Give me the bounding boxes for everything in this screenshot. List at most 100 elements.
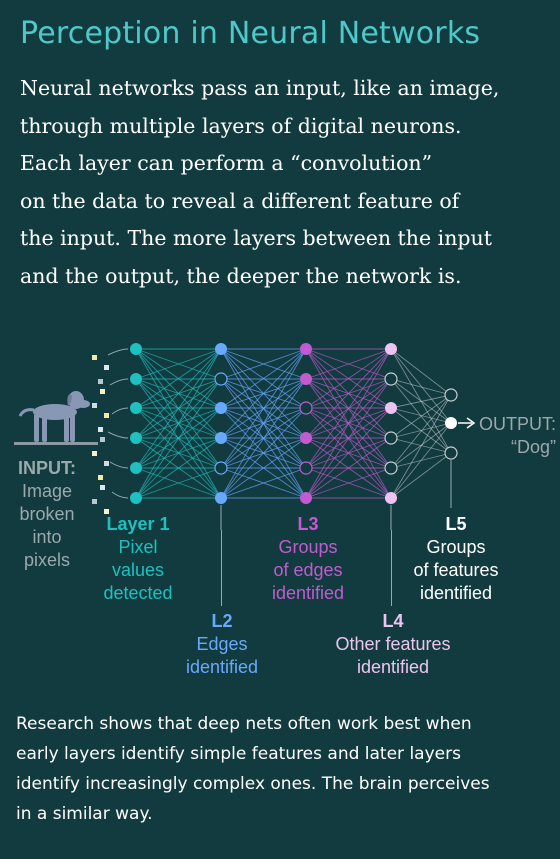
input-arrow — [107, 431, 129, 439]
connection-line — [305, 348, 392, 469]
connection-line — [390, 378, 452, 396]
pixel-square — [92, 403, 97, 408]
connection-line — [305, 348, 392, 439]
layer2-node — [214, 372, 228, 386]
connection-line — [390, 394, 452, 469]
connection-line — [305, 348, 392, 499]
connection-line — [305, 437, 392, 499]
input-arrow — [111, 491, 129, 499]
layer1-node — [130, 373, 142, 385]
intro-line: through multiple layers of digital neuro… — [20, 113, 462, 138]
layer1-node — [130, 402, 142, 414]
input-pixels — [92, 348, 129, 514]
layer5-node — [444, 446, 458, 460]
intro-line: and the output, the deeper the network i… — [20, 263, 462, 288]
layer2-node — [214, 461, 228, 475]
layer2-node — [215, 432, 227, 444]
layer5-line: of features — [413, 560, 499, 580]
layer1-heading: Layer 1 — [106, 514, 170, 534]
output-label: OUTPUT: “Dog” — [472, 413, 556, 459]
pixel-square — [92, 451, 97, 456]
output-arrow-head — [466, 417, 476, 429]
footer-paragraph: Research shows that deep nets often work… — [16, 709, 546, 829]
pixel-square — [100, 485, 105, 490]
layer4-line: identified — [356, 657, 430, 677]
layer2-node — [215, 492, 227, 504]
connection-line — [305, 348, 392, 380]
footer-line: identify increasingly complex ones. The … — [16, 774, 490, 794]
connection-line — [390, 422, 452, 499]
connection-line — [135, 467, 222, 499]
output-heading: OUTPUT: — [478, 414, 556, 434]
layer2-line: identified — [185, 657, 259, 677]
intro-line: on the data to reveal a different featur… — [20, 188, 460, 213]
layer5-node — [445, 417, 457, 429]
input-arrow — [107, 348, 129, 356]
input-arrow — [109, 461, 129, 469]
pixel-square — [104, 461, 109, 466]
layer4-node — [385, 343, 397, 355]
connection-line — [220, 348, 307, 380]
pixel-square — [98, 475, 103, 480]
footer-line: Research shows that deep nets often work… — [16, 714, 472, 734]
layer4-node — [384, 431, 398, 445]
layer3-node — [299, 461, 313, 475]
pixel-square — [104, 365, 109, 370]
connection-line — [305, 378, 392, 499]
connection-line — [220, 407, 307, 499]
layer5-heading: L5 — [445, 514, 467, 534]
connection-line — [220, 348, 307, 469]
pixel-square — [100, 389, 105, 394]
connection-line — [220, 437, 307, 499]
layer3-node — [300, 432, 312, 444]
connection-line — [305, 467, 392, 499]
connection-line — [135, 348, 222, 409]
layer5-line: Groups — [426, 537, 486, 557]
input-line: Image — [21, 481, 73, 501]
connection-line — [390, 394, 452, 409]
layer2-heading: L2 — [211, 611, 233, 631]
pixel-square — [98, 379, 103, 384]
layer3-node — [300, 373, 312, 385]
footer-line: early layers identify simple features an… — [16, 744, 461, 764]
output-value: “Dog” — [510, 437, 556, 457]
connection-line — [390, 422, 452, 439]
layer3-heading: L3 — [297, 514, 319, 534]
connection-line — [135, 348, 222, 469]
intro-paragraph: Neural networks pass an input, like an i… — [20, 70, 550, 295]
pixel-square — [92, 355, 97, 360]
layer1-line: Pixel — [118, 537, 158, 557]
layer2-label: L2 Edges identified — [162, 610, 282, 679]
layer2-node — [215, 402, 227, 414]
layer4-label: L4 Other features identified — [318, 610, 468, 679]
layer1-node — [130, 343, 142, 355]
layer3-node — [299, 401, 313, 415]
intro-line: the input. The more layers between the i… — [20, 226, 492, 250]
layer4-node — [384, 461, 398, 475]
layer4-node — [384, 372, 398, 386]
connection-line — [220, 348, 307, 499]
connection-line — [135, 437, 222, 499]
pixel-square — [104, 413, 109, 418]
layer1-node — [130, 462, 142, 474]
neural-network-diagram — [14, 343, 476, 530]
connection-line — [220, 467, 307, 499]
connection-line — [390, 407, 452, 424]
layer3-line: Groups — [278, 537, 338, 557]
layer4-node — [385, 492, 397, 504]
layer5-line: identified — [419, 583, 493, 603]
layer3-line: of edges — [273, 560, 343, 580]
input-label: INPUT: Image broken into pixels — [10, 457, 84, 572]
input-line: pixels — [23, 550, 71, 570]
layer4-line: Other features — [335, 634, 451, 654]
layer4-heading: L4 — [382, 611, 404, 631]
layer4-leader-extension — [391, 530, 392, 606]
layer1-node — [130, 432, 142, 444]
layer3-line: identified — [271, 583, 345, 603]
connection-line — [135, 348, 222, 380]
input-heading: INPUT: — [18, 458, 76, 478]
connection-line — [135, 378, 222, 499]
connection-line — [305, 407, 392, 499]
connection-line — [390, 394, 452, 499]
pixel-square — [98, 427, 103, 432]
